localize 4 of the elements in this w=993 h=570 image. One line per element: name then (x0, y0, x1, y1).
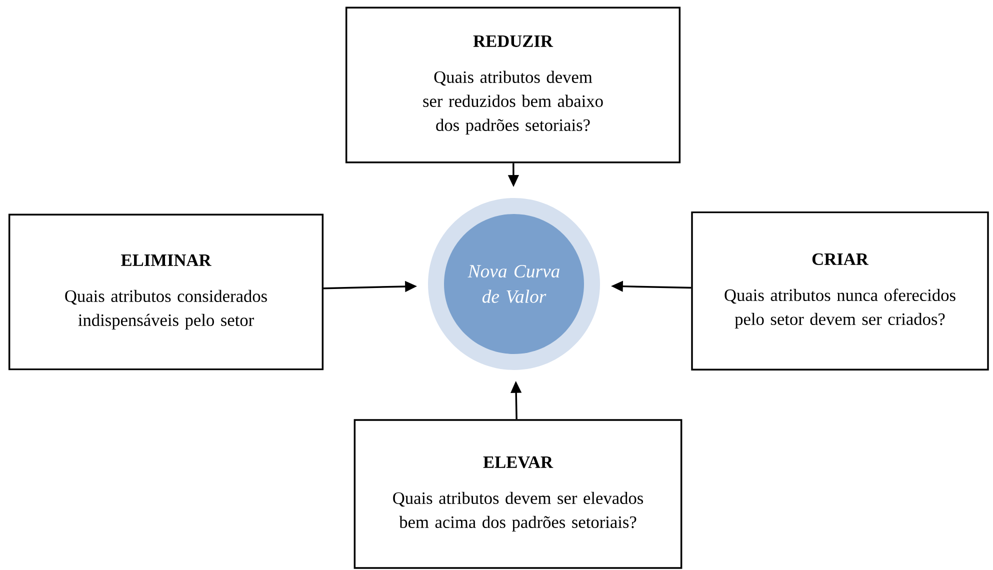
text-box: ELEVAR Quais atributos devem ser elevados bem acima dos padrões setoriais? (354, 419, 682, 569)
text-box: CRIAR Quais atributos nunca oferecidos pelo setor devem ser criados? (691, 211, 989, 371)
text-box: REDUZIR Quais atributos devem ser reduzidos bem abaixo dos padrões setoriais? (345, 6, 681, 164)
text-box: ELIMINAR Quais atributos considerados indispensáveis pelo setor (8, 214, 324, 370)
